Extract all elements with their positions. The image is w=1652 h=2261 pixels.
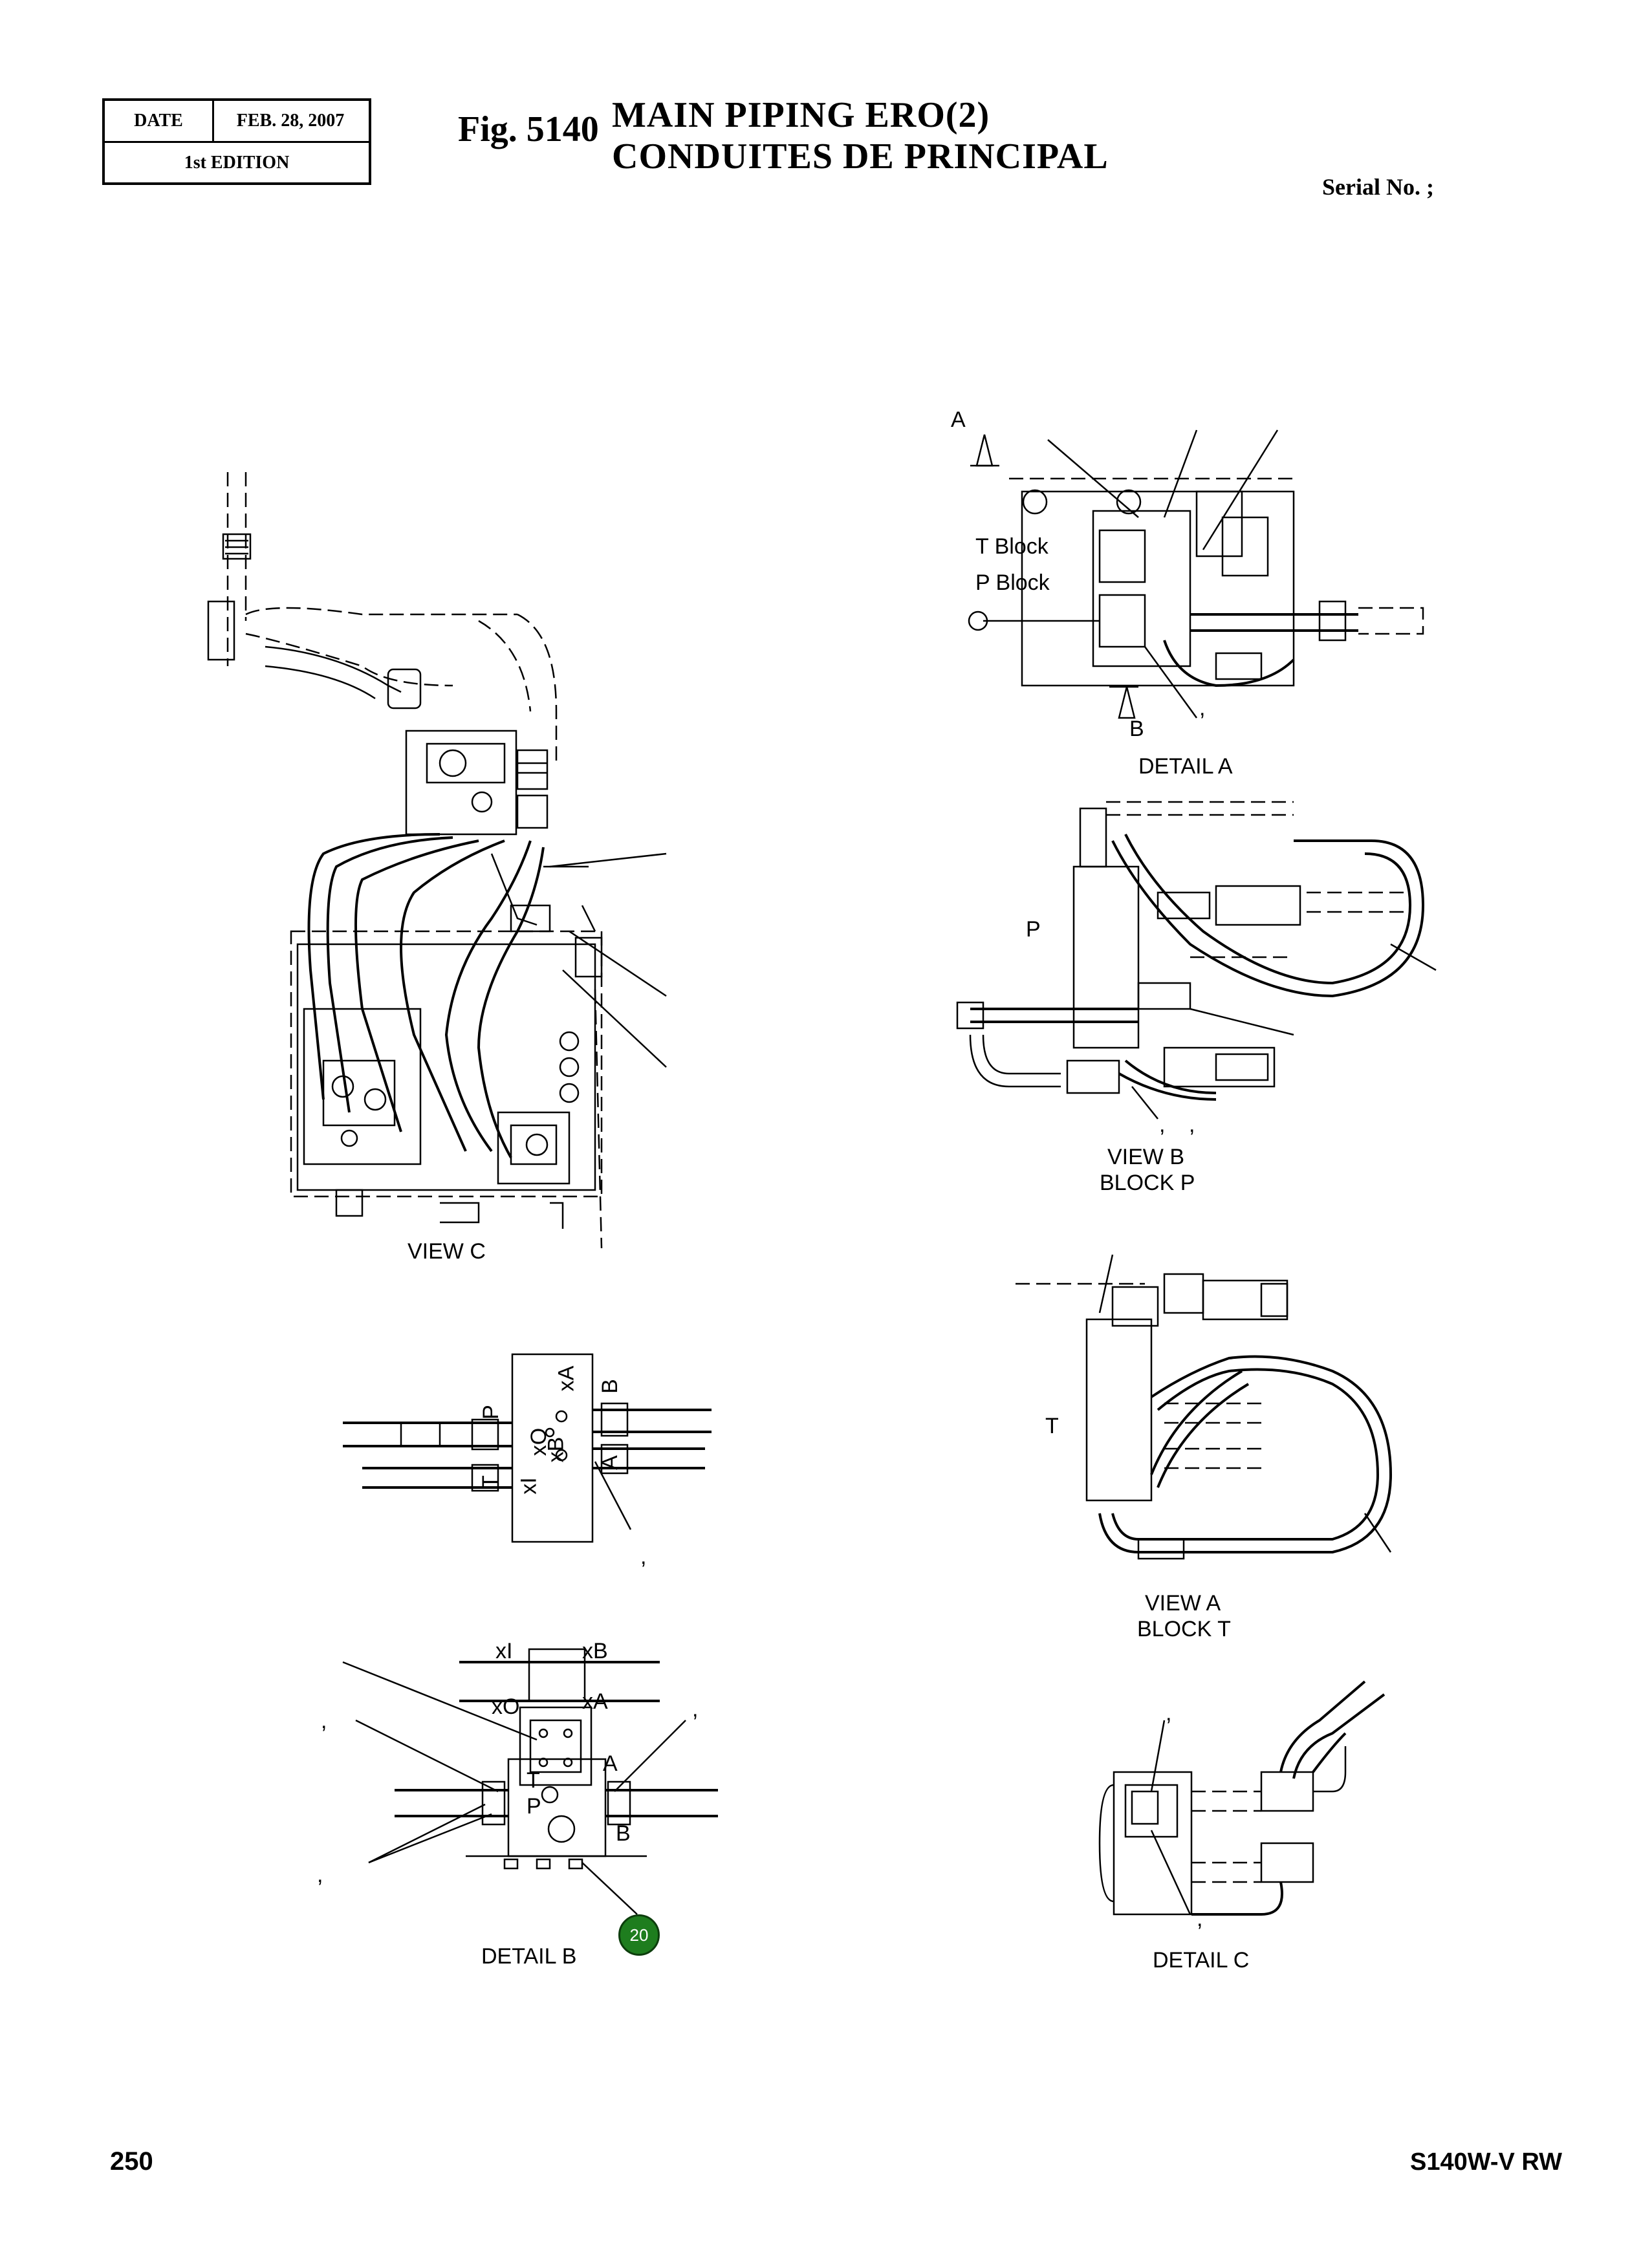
figure-number: Fig. 5140 [458, 109, 599, 149]
detail-b-xa-label: xA [582, 1689, 608, 1714]
port-xa-label: xA [554, 1365, 579, 1392]
detail-a-arrow-b-label: B [1129, 717, 1144, 741]
title-english: MAIN PIPING ERO(2) [612, 95, 990, 135]
port-block-comma: , [640, 1544, 647, 1569]
detail-a-drawing [968, 429, 1424, 719]
detail-b-xo-label: xO [492, 1694, 520, 1719]
port-a-label: A [597, 1455, 622, 1470]
port-xi-label: xI [516, 1477, 541, 1495]
detail-c-comma-top: , [1166, 1701, 1172, 1726]
detail-b-comma-left-2: , [317, 1863, 323, 1887]
edition-label: 1st EDITION [184, 153, 290, 173]
date-value: FEB. 28, 2007 [236, 111, 345, 131]
edition-table: DATE FEB. 28, 2007 1st EDITION [102, 98, 371, 185]
view-b-comma-2: , [1189, 1112, 1195, 1137]
view-c-drawing [207, 472, 667, 1249]
detail-a-comma: , [1199, 696, 1206, 720]
port-b-label: B [597, 1379, 622, 1394]
detail-b-xb-label: xB [582, 1639, 608, 1663]
view-b-caption-line1: VIEW B [1107, 1145, 1185, 1169]
port-t-label: T [477, 1475, 503, 1489]
detail-b-a-label: A [603, 1751, 618, 1776]
model-code: S140W-V RW [1410, 2148, 1563, 2176]
p-block-label: P Block [975, 570, 1050, 595]
port-block-drawing [343, 1353, 712, 1543]
detail-c-comma-bottom: , [1197, 1907, 1203, 1931]
detail-a-arrow-a-label: A [951, 407, 966, 432]
callout-20-badge: 20 [618, 1914, 660, 1956]
view-b-drawing [956, 801, 1437, 1120]
title-french: CONDUITES DE PRINCIPAL [612, 136, 1109, 177]
detail-b-xi-label: xI [495, 1639, 513, 1663]
detail-b-b-label: B [616, 1821, 631, 1846]
detail-b-caption: DETAIL B [481, 1944, 577, 1969]
view-b-caption-line2: BLOCK P [1100, 1171, 1195, 1195]
serial-number: Serial No. ; [1322, 174, 1434, 200]
detail-b-t-label: T [527, 1768, 540, 1793]
view-b-comma-1: , [1159, 1112, 1166, 1137]
page-number: 250 [110, 2147, 153, 2176]
port-p-label: P [478, 1405, 503, 1420]
view-c-caption: VIEW C [408, 1239, 486, 1264]
view-a-caption-line2: BLOCK T [1137, 1617, 1231, 1641]
detail-c-drawing [1098, 1680, 1386, 1916]
t-block-label: T Block [975, 534, 1049, 559]
edition-table-row: DATE FEB. 28, 2007 [105, 101, 369, 143]
view-a-caption-line1: VIEW A [1145, 1591, 1221, 1616]
view-b-port-p-label: P [1026, 917, 1041, 942]
view-a-port-t-label: T [1045, 1414, 1059, 1438]
date-label: DATE [105, 101, 214, 141]
detail-c-caption: DETAIL C [1153, 1948, 1250, 1973]
detail-b-p-label: P [527, 1794, 541, 1819]
detail-b-drawing [342, 1648, 718, 1915]
port-xb-label: xB [543, 1436, 569, 1463]
detail-b-comma-left-1: , [321, 1709, 327, 1733]
detail-b-comma-right: , [692, 1697, 699, 1722]
view-a-drawing [1016, 1254, 1393, 1560]
detail-a-caption: DETAIL A [1138, 754, 1233, 779]
